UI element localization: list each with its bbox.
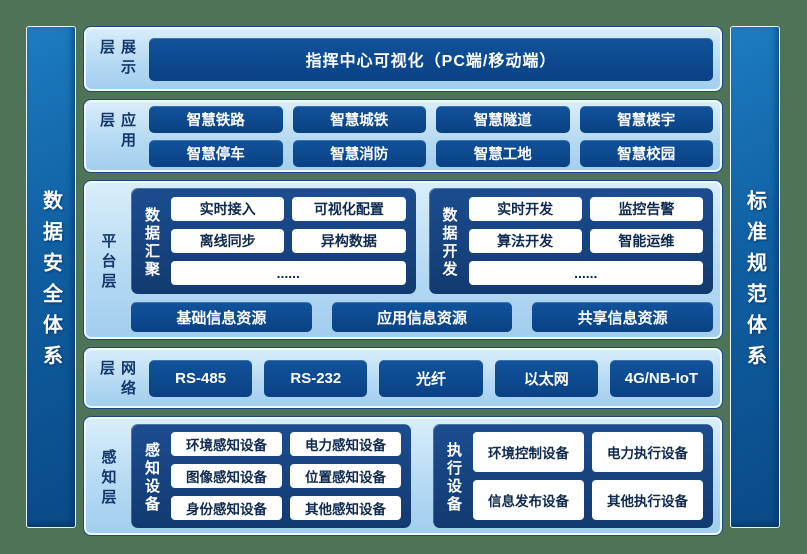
subpanel-execution-devices: 执行设备 环境控制设备 电力执行设备 信息发布设备 其他执行设备 <box>433 424 713 528</box>
sensing-box: 图像感知设备 <box>171 464 282 488</box>
subpanel-sensing-devices-label: 感知设备 <box>143 441 160 514</box>
sensing-box: 电力感知设备 <box>290 432 401 456</box>
app-box: 智慧隧道 <box>436 105 570 133</box>
subpanel-data-development: 数据开发 实时开发 监控告警 算法开发 智能运维 ...... <box>428 188 713 294</box>
layer-panel-display: 展示层 指挥中心可视化（PC端/移动端） <box>83 26 723 92</box>
subpanel-data-development-label: 数据开发 <box>440 206 458 279</box>
layer-label-application: 应用层 <box>98 112 136 152</box>
app-box: 智慧城铁 <box>292 105 426 133</box>
layer-panel-network: 网络层 RS-485 RS-232 光纤 以太网 4G/NB-IoT <box>83 347 723 409</box>
sensing-box: 身份感知设备 <box>171 496 282 520</box>
sidebar-data-security: 数据安全体系 <box>26 26 76 528</box>
perception-groups: 感知设备 环境感知设备 电力感知设备 图像感知设备 位置感知设备 身份感知设备 … <box>131 424 713 528</box>
banner-command-center: 指挥中心可视化（PC端/移动端） <box>149 37 713 81</box>
platform-box: 实时接入 <box>171 197 285 221</box>
platform-box: 离线同步 <box>171 229 285 253</box>
platform-box: 实时开发 <box>468 197 582 221</box>
app-box: 智慧楼宇 <box>579 105 713 133</box>
execution-box: 环境控制设备 <box>473 432 584 472</box>
data-development-grid: 实时开发 监控告警 算法开发 智能运维 ...... <box>468 197 703 285</box>
platform-box-more: ...... <box>171 261 406 285</box>
layer-label-perception: 感知层 <box>99 448 117 509</box>
layer-label-display: 展示层 <box>98 39 136 79</box>
network-box: RS-485 <box>149 359 253 397</box>
platform-box-more: ...... <box>468 261 703 285</box>
layer-panel-application: 应用层 智慧铁路 智慧城铁 智慧隧道 智慧楼宇 智慧停车 智慧消防 智慧工地 智… <box>83 99 723 173</box>
subpanel-data-aggregation-label: 数据汇聚 <box>143 206 160 279</box>
platform-groups: 数据汇聚 实时接入 可视化配置 离线同步 异构数据 ...... 数据开发 实时… <box>131 188 713 294</box>
architecture-diagram: 数据安全体系 展示层 指挥中心可视化（PC端/移动端） 应用层 智慧铁路 智慧城… <box>26 26 780 536</box>
resource-box: 共享信息资源 <box>532 302 714 332</box>
execution-box: 其他执行设备 <box>592 480 703 520</box>
execution-box: 信息发布设备 <box>473 480 584 520</box>
app-box: 智慧消防 <box>292 139 426 167</box>
subpanel-sensing-devices: 感知设备 环境感知设备 电力感知设备 图像感知设备 位置感知设备 身份感知设备 … <box>131 424 411 528</box>
layer-stack: 展示层 指挥中心可视化（PC端/移动端） 应用层 智慧铁路 智慧城铁 智慧隧道 … <box>83 26 723 536</box>
resource-row: 基础信息资源 应用信息资源 共享信息资源 <box>131 302 714 332</box>
data-aggregation-grid: 实时接入 可视化配置 离线同步 异构数据 ...... <box>171 197 406 285</box>
execution-box: 电力执行设备 <box>592 432 703 472</box>
sensing-devices-grid: 环境感知设备 电力感知设备 图像感知设备 位置感知设备 身份感知设备 其他感知设… <box>171 432 401 520</box>
layer-label-network: 网络层 <box>98 360 136 400</box>
application-grid: 智慧铁路 智慧城铁 智慧隧道 智慧楼宇 智慧停车 智慧消防 智慧工地 智慧校园 <box>149 105 713 167</box>
sensing-box: 其他感知设备 <box>290 496 401 520</box>
subpanel-data-aggregation: 数据汇聚 实时接入 可视化配置 离线同步 异构数据 ...... <box>131 188 416 294</box>
platform-box: 智能运维 <box>589 229 703 253</box>
subpanel-execution-devices-label: 执行设备 <box>445 441 462 514</box>
network-box: RS-232 <box>264 359 368 397</box>
layer-panel-platform: 平台层 数据汇聚 实时接入 可视化配置 离线同步 异构数据 ...... <box>83 180 723 340</box>
sidebar-standards: 标准规范体系 <box>730 26 780 528</box>
layer-label-platform: 平台层 <box>99 232 117 293</box>
platform-box: 算法开发 <box>468 229 582 253</box>
platform-content: 数据汇聚 实时接入 可视化配置 离线同步 异构数据 ...... 数据开发 实时… <box>131 188 714 332</box>
platform-box: 异构数据 <box>292 229 406 253</box>
app-box: 智慧工地 <box>436 139 570 167</box>
execution-devices-grid: 环境控制设备 电力执行设备 信息发布设备 其他执行设备 <box>473 432 703 520</box>
app-box: 智慧校园 <box>579 139 713 167</box>
network-grid: RS-485 RS-232 光纤 以太网 4G/NB-IoT <box>149 359 714 397</box>
network-box: 以太网 <box>494 359 598 397</box>
network-box: 光纤 <box>379 359 483 397</box>
sensing-box: 环境感知设备 <box>171 432 282 456</box>
sidebar-data-security-label: 数据安全体系 <box>39 189 62 376</box>
platform-box: 监控告警 <box>589 197 703 221</box>
app-box: 智慧停车 <box>149 139 283 167</box>
resource-box: 应用信息资源 <box>331 302 513 332</box>
sensing-box: 位置感知设备 <box>290 464 401 488</box>
network-box: 4G/NB-IoT <box>609 359 714 397</box>
app-box: 智慧铁路 <box>149 105 283 133</box>
sidebar-standards-label: 标准规范体系 <box>743 189 766 376</box>
resource-box: 基础信息资源 <box>131 302 312 332</box>
platform-box: 可视化配置 <box>292 197 406 221</box>
layer-panel-perception: 感知层 感知设备 环境感知设备 电力感知设备 图像感知设备 位置感知设备 身份感… <box>83 416 723 536</box>
